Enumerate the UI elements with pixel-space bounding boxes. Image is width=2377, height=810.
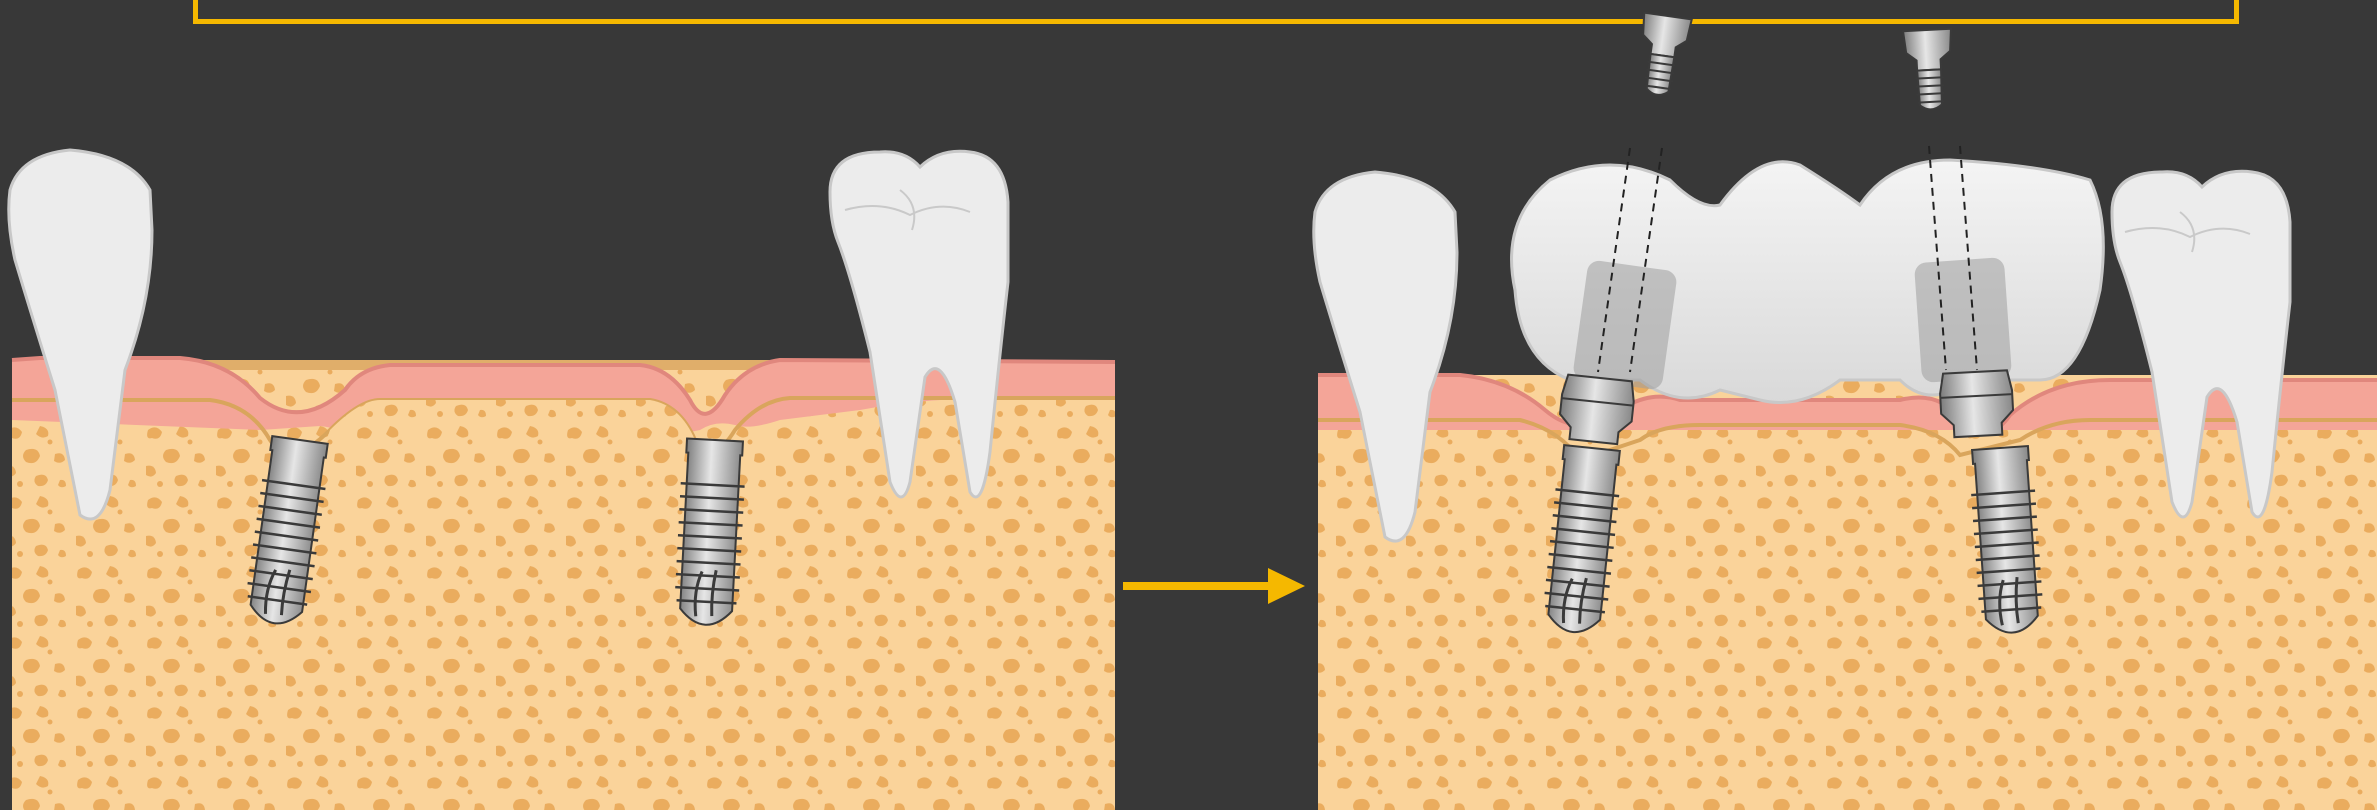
panel-before: [9, 150, 1115, 810]
bone-right: [1318, 375, 2377, 810]
screw-1: [1633, 13, 1692, 98]
arrow-right-icon: [1123, 568, 1305, 604]
screw-2: [1903, 29, 1955, 111]
panel-after: [1314, 13, 2377, 810]
